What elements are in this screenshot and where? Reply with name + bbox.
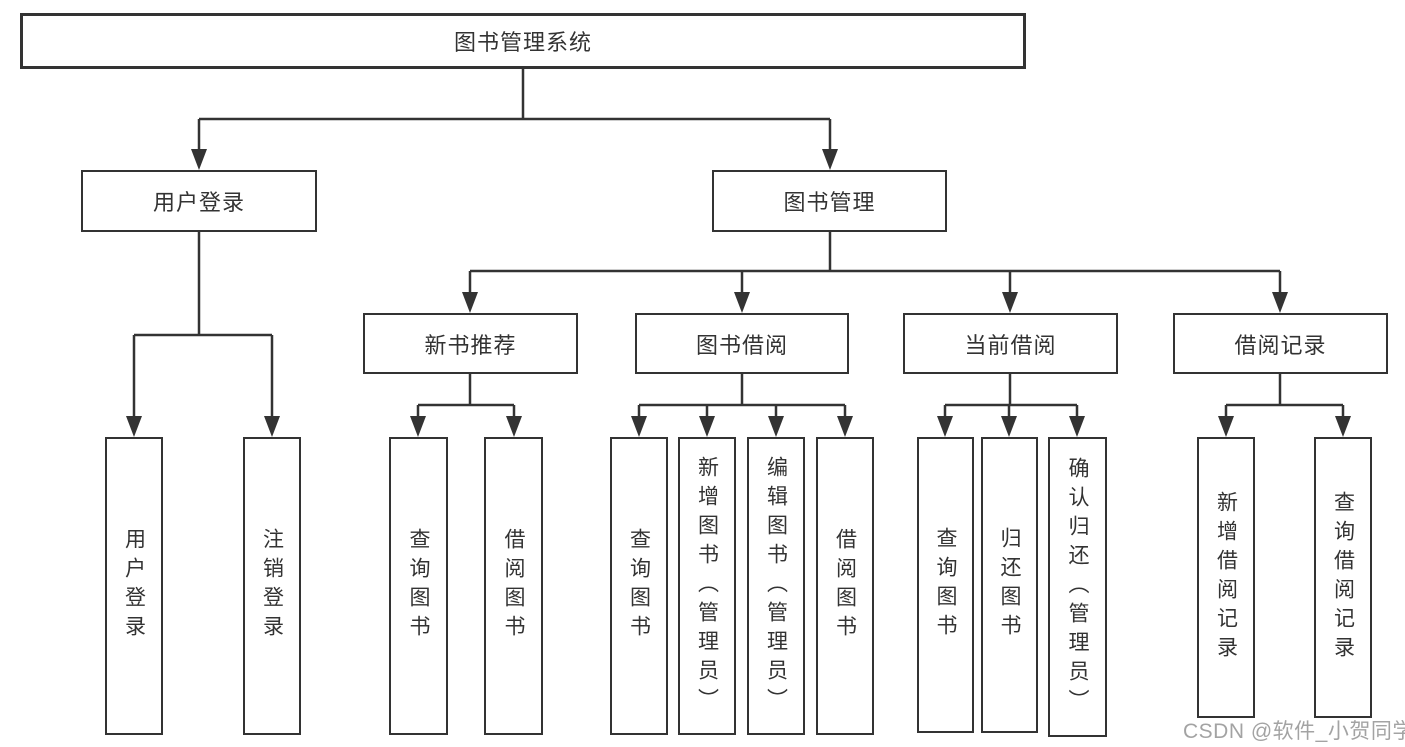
leaf-borrow-edit-label: 编辑图书（管理员） [764,455,788,717]
leaf-borrow-query-label: 查询图书 [627,528,651,644]
node-user-login: 用户登录 [81,170,317,232]
leaf-current-confirm-return: 确认归还（管理员） [1048,437,1107,737]
leaf-borrow-query: 查询图书 [610,437,668,735]
leaf-user-login: 用户登录 [105,437,163,735]
leaf-records-query-label: 查询借阅记录 [1331,490,1355,665]
leaf-logout: 注销登录 [243,437,301,735]
csdn-watermark: CSDN @软件_小贺同学 [1183,720,1405,743]
node-book-borrow: 图书借阅 [635,313,849,374]
leaf-user-login-label: 用户登录 [122,528,146,644]
leaf-borrow-borrow: 借阅图书 [816,437,874,735]
node-new-book-recommend: 新书推荐 [363,313,578,374]
leaf-newbooks-query: 查询图书 [389,437,448,735]
leaf-records-query: 查询借阅记录 [1314,437,1372,718]
leaf-newbooks-borrow-label: 借阅图书 [502,528,525,644]
node-current-borrow: 当前借阅 [903,313,1118,374]
leaf-logout-label: 注销登录 [260,528,284,644]
leaf-borrow-borrow-label: 借阅图书 [833,528,857,644]
node-borrow-records: 借阅记录 [1173,313,1388,374]
node-book-management: 图书管理 [712,170,947,232]
leaf-current-return: 归还图书 [981,437,1038,733]
leaf-newbooks-borrow: 借阅图书 [484,437,543,735]
leaf-borrow-edit: 编辑图书（管理员） [747,437,805,735]
node-root: 图书管理系统 [20,13,1026,69]
leaf-current-query: 查询图书 [917,437,974,733]
leaf-records-add: 新增借阅记录 [1197,437,1255,718]
leaf-current-confirm-return-label: 确认归还（管理员） [1066,456,1089,718]
leaf-borrow-add-label: 新增图书（管理员） [695,455,719,717]
leaf-records-add-label: 新增借阅记录 [1214,490,1238,665]
leaf-newbooks-query-label: 查询图书 [407,528,430,644]
leaf-borrow-add: 新增图书（管理员） [678,437,736,735]
leaf-current-return-label: 归还图书 [998,527,1021,643]
leaf-current-query-label: 查询图书 [934,527,957,643]
